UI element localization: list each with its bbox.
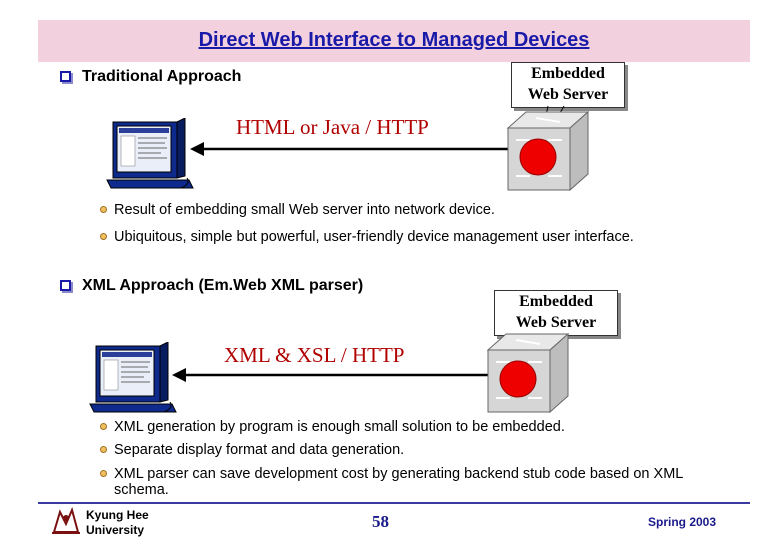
bullet-dot-icon <box>100 446 107 453</box>
embedded-web-server-callout: Embedded Web Server <box>511 62 625 108</box>
bidirectional-arrow <box>172 368 512 382</box>
callout-line: Embedded <box>531 65 605 82</box>
bidirectional-arrow <box>190 142 530 156</box>
section-heading-xml: XML Approach (Em.Web XML parser) <box>82 277 364 294</box>
bullet-item: XML parser can save development cost by … <box>114 466 683 498</box>
bullet-item: XML generation by program is enough smal… <box>114 419 565 435</box>
bullet-dot-icon <box>100 206 107 213</box>
computer-icon <box>89 342 177 413</box>
section-bullet-icon <box>60 71 71 82</box>
callout-line: Embedded <box>519 293 593 310</box>
university-name-line: Kyung Hee <box>86 508 149 522</box>
protocol-label: XML & XSL / HTTP <box>224 343 405 367</box>
university-logo-icon <box>52 506 80 534</box>
bullet-item: Result of embedding small Web server int… <box>114 202 495 218</box>
section-bullet-icon <box>60 280 71 291</box>
footer-divider <box>38 502 750 504</box>
network-device-icon <box>486 332 570 414</box>
slide-title: Direct Web Interface to Managed Devices <box>198 29 590 51</box>
title-band <box>38 20 750 62</box>
university-name-line: University <box>86 523 145 537</box>
computer-icon <box>106 118 194 189</box>
bullet-dot-icon <box>100 470 107 477</box>
callout-line: Web Server <box>515 314 597 331</box>
footer-date: Spring 2003 <box>648 515 717 529</box>
network-device-icon <box>506 110 590 192</box>
embedded-web-server-callout: Embedded Web Server <box>494 290 618 336</box>
university-name: Kyung Hee University <box>86 508 149 538</box>
bullet-item: Separate display format and data generat… <box>114 442 405 458</box>
bullet-item: Ubiquitous, simple but powerful, user-fr… <box>114 229 634 245</box>
bullet-dot-icon <box>100 233 107 240</box>
bullet-dot-icon <box>100 423 107 430</box>
page-number: 58 <box>372 512 389 531</box>
protocol-label: HTML or Java / HTTP <box>236 115 429 139</box>
section-heading-traditional: Traditional Approach <box>82 68 242 85</box>
callout-line: Web Server <box>527 86 609 103</box>
